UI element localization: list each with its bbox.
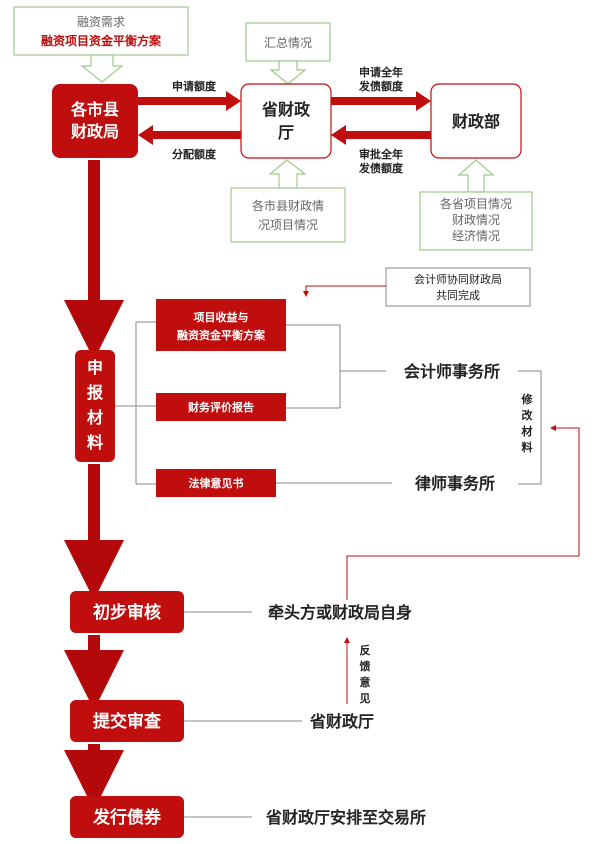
province-info-line3: 经济情况 (452, 228, 500, 243)
province-info-line2: 财政情况 (452, 213, 500, 227)
province-dept-line1: 省财政 (261, 100, 311, 119)
materials-char-2: 报 (87, 383, 103, 402)
revise-char-3: 材 (522, 424, 533, 438)
revise-bracket (518, 370, 542, 485)
city-finance-bureau-box: 各市县 财政局 (52, 84, 138, 158)
summary-label: 汇总情况 (264, 36, 312, 50)
materials-char-4: 料 (87, 433, 103, 452)
materials-char-3: 材 (87, 408, 103, 427)
province-info-note-arrow (457, 159, 495, 193)
revise-loop-arrow (346, 425, 580, 600)
apply-annual-line1: 申请全年 (359, 65, 403, 79)
province-finance-dept-box: 省财政 厅 (240, 83, 332, 159)
legal-opinion-label: 法律意见书 (189, 476, 244, 490)
project-plan-item: 项目收益与 融资资金平衡方案 (156, 299, 286, 351)
feedback-char-1: 反 (360, 643, 371, 657)
project-plan-line1: 项目收益与 (194, 310, 249, 324)
approve-annual-line1: 审批全年 (359, 147, 403, 161)
apply-quota-label: 申请额度 (172, 79, 217, 93)
city-projects-line2: 况项目情况 (258, 218, 318, 232)
finance-report-item: 财务评价报告 (156, 393, 286, 421)
submit-review-box: 提交审查 (70, 700, 184, 742)
financing-needs-note: 融资需求 融资项目资金平衡方案 (13, 6, 189, 56)
issue-bonds-label: 发行债券 (92, 807, 162, 828)
accountant-note-line2: 共同完成 (436, 288, 480, 302)
city-projects-line1: 各市县财政情 (252, 198, 324, 213)
ministry-of-finance-box: 财政部 (430, 83, 522, 159)
approve-annual-arrow (331, 125, 431, 145)
preliminary-review-box: 初步审核 (70, 591, 184, 633)
apply-quota-arrow (138, 91, 241, 111)
materials-bracket (115, 321, 156, 485)
city-projects-note: 各市县财政情 况项目情况 (230, 187, 346, 243)
submit-review-label: 提交审查 (93, 711, 162, 732)
preliminary-party-label: 牵头方或财政局自身 (268, 603, 412, 622)
legal-opinion-item: 法律意见书 (156, 469, 276, 497)
revise-char-2: 改 (522, 408, 534, 422)
province-info-note: 各省项目情况 财政情况 经济情况 (419, 191, 533, 251)
apply-annual-arrow (331, 91, 431, 111)
report-materials-box: 申 报 材 料 (75, 350, 115, 462)
materials-char-1: 申 (87, 358, 103, 377)
submit-party-label: 省财政厅 (309, 712, 374, 731)
issue-bonds-box: 发行债券 (70, 796, 184, 838)
law-firm-label: 律师事务所 (415, 474, 495, 493)
issue-party-label: 省财政厅安排至交易所 (265, 808, 426, 827)
allocate-quota-label: 分配额度 (172, 147, 217, 161)
feedback-char-2: 馈 (360, 659, 371, 673)
province-dept-line2: 厅 (278, 123, 294, 142)
financing-needs-label: 融资需求 (77, 15, 125, 29)
city-projects-note-arrow (268, 159, 307, 189)
preliminary-review-label: 初步审核 (93, 602, 161, 623)
accountant-firm-label: 会计师事务所 (404, 362, 500, 381)
accountant-note: 会计师协同财政局 共同完成 (385, 267, 531, 307)
accountant-note-line1: 会计师协同财政局 (414, 272, 502, 286)
revise-char-4: 料 (522, 440, 533, 454)
summary-note: 汇总情况 (245, 22, 331, 62)
revise-char-1: 修 (521, 392, 534, 406)
ministry-label: 财政部 (451, 112, 500, 131)
allocate-quota-arrow (138, 125, 241, 145)
firm-connectors (276, 324, 392, 484)
city-bureau-line1: 各市县 (70, 100, 119, 119)
financing-note-arrow (80, 54, 124, 83)
finance-report-label: 财务评价报告 (187, 400, 254, 414)
feedback-char-4: 见 (360, 692, 371, 705)
city-bureau-line2: 财政局 (70, 122, 119, 141)
financing-plan-label: 融资项目资金平衡方案 (41, 33, 162, 48)
approve-annual-line2: 发债额度 (358, 161, 404, 175)
accountant-note-arrow (303, 285, 386, 297)
summary-note-arrow (269, 60, 307, 85)
project-plan-line2: 融资资金平衡方案 (177, 328, 266, 342)
feedback-char-3: 意 (360, 675, 371, 689)
apply-annual-line2: 发债额度 (358, 79, 404, 93)
province-info-line1: 各省项目情况 (440, 196, 512, 211)
